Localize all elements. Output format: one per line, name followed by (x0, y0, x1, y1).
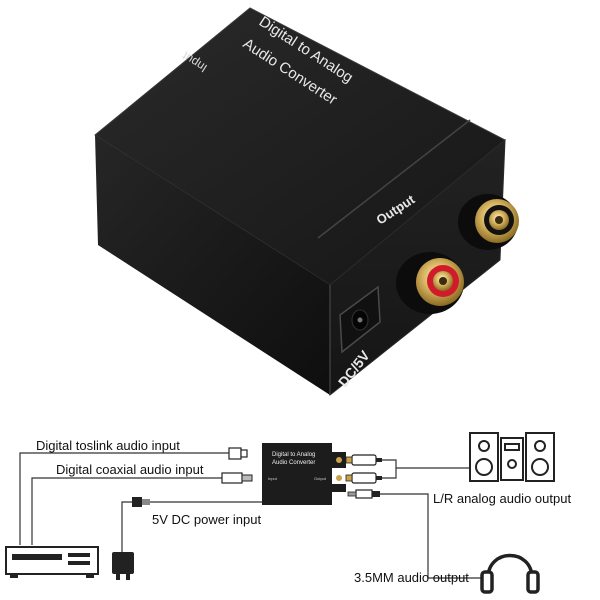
lr-wire-2 (382, 468, 397, 479)
dc-plug-icon (132, 497, 150, 507)
box-left-face (95, 135, 330, 395)
mini-box-output-tag: Output (314, 476, 327, 481)
mini-converter-box: Digital to Analog Audio Converter Input … (262, 443, 346, 505)
headphones-icon (480, 553, 540, 594)
power-adapter-icon (112, 552, 134, 580)
speaker-system-icon (469, 432, 555, 482)
rca-jack-white (458, 194, 519, 250)
box-lid-seam (317, 119, 471, 239)
headphone-output-label: 3.5MM audio output (354, 570, 469, 585)
toslink-input-label: Digital toslink audio input (36, 438, 180, 453)
lr-wire (382, 459, 470, 469)
mini-box-input-tag: Input (268, 476, 278, 481)
toslink-plug-icon (228, 447, 248, 460)
lr-analog-output-label: L/R analog audio output (433, 491, 572, 506)
rca-jack-red (396, 252, 464, 314)
mini-box-line2: Audio Converter (272, 460, 315, 466)
coaxial-input-label: Digital coaxial audio input (56, 462, 204, 477)
coaxial-wire (31, 477, 222, 545)
dvd-player-icon (5, 546, 99, 578)
connection-diagram (19, 452, 485, 579)
mini-jack-plug-icon (347, 489, 380, 499)
rca-plugs-icon (345, 454, 382, 484)
dc-wire (121, 501, 262, 552)
mini-box-line1: Digital to Analog (272, 452, 315, 458)
coaxial-plug-icon (221, 472, 253, 484)
headphone-wire (380, 493, 485, 579)
converter-box: Digital to Analog Audio Converter Input … (94, 7, 519, 397)
dc-power-jack (339, 285, 381, 354)
toslink-wire (19, 452, 230, 545)
dc-power-input-label: 5V DC power input (152, 512, 262, 527)
